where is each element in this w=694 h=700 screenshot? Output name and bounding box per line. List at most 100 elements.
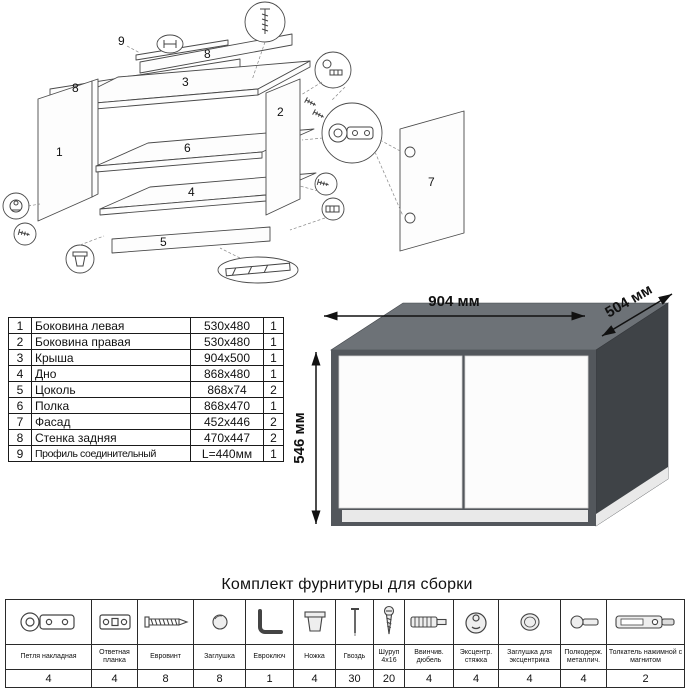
part-back-panel-2	[139, 33, 293, 74]
hardware-name: Заглушка	[193, 644, 246, 670]
part-number: 4	[8, 365, 32, 382]
hinge-icon	[5, 599, 92, 645]
hardware-name: Петля накладная	[5, 644, 92, 670]
parts-table: 1 Боковина левая 530x480 1 2 Боковина пр…	[8, 317, 284, 462]
hardware-name: Полкодерж. металлич.	[560, 644, 607, 670]
diagram-label-2: 2	[277, 105, 284, 119]
hardware-qty: 4	[560, 669, 607, 688]
diagram-label-4: 4	[188, 185, 195, 199]
hardware-kit-title: Комплект фурнитуры для сборки	[221, 576, 473, 593]
hardware-qty: 4	[498, 669, 561, 688]
part-name: Боковина левая	[31, 317, 191, 334]
diagram-label-6: 6	[184, 141, 191, 155]
part-shelf-edge	[95, 151, 263, 173]
part-qty: 1	[263, 365, 284, 382]
push-opener-icon	[606, 599, 685, 645]
hardware-qty-row: 4 4 8 8 1 4 30 20 4 4 4 4 2	[5, 669, 685, 688]
part-name: Стенка задняя	[31, 429, 191, 446]
hardware-name: Толкатель нажимной с магнитом	[606, 644, 685, 670]
diagram-label-1: 1	[56, 145, 63, 159]
part-name: Крыша	[31, 349, 191, 366]
part-size: 868x74	[190, 381, 264, 398]
part-name: Полка	[31, 397, 191, 414]
hardware-qty: 4	[91, 669, 138, 688]
part-qty: 2	[263, 413, 284, 430]
callout-dowel-small	[321, 197, 345, 221]
hardware-qty: 8	[137, 669, 194, 688]
table-row: 6 Полка 868x470 1	[8, 397, 284, 414]
part-name: Профиль соединительный	[31, 445, 191, 462]
striker-plate-icon	[91, 599, 138, 645]
part-top-panel-side-edge	[257, 60, 311, 96]
part-number: 3	[8, 349, 32, 366]
table-row: 3 Крыша 904x500 1	[8, 349, 284, 366]
part-size: 868x470	[190, 397, 264, 414]
part-name: Боковина правая	[31, 333, 191, 350]
part-number: 1	[8, 317, 32, 334]
hardware-qty: 8	[193, 669, 246, 688]
hardware-name: Ввинчив. дюбель	[404, 644, 454, 670]
part-size: 530x480	[190, 317, 264, 334]
part-size: 530x480	[190, 333, 264, 350]
hardware-qty: 4	[5, 669, 92, 688]
part-name: Фасад	[31, 413, 191, 430]
part-plinth	[111, 226, 271, 254]
part-size: L=440мм	[190, 445, 264, 462]
part-number: 8	[8, 429, 32, 446]
part-qty: 1	[263, 349, 284, 366]
diagram-label-9: 9	[118, 34, 125, 48]
confirmat-screw-detail-icon	[260, 8, 270, 34]
diagram-label-8b: 8	[204, 47, 211, 61]
part-number: 2	[8, 333, 32, 350]
hardware-icons-row	[5, 599, 685, 645]
screw-icon	[373, 599, 405, 645]
part-number: 5	[8, 381, 32, 398]
part-qty: 1	[263, 397, 284, 414]
leg-icon	[293, 599, 336, 645]
hardware-name: Эксцентр. стяжка	[453, 644, 499, 670]
hex-key-icon	[245, 599, 294, 645]
hardware-names-row: Петля накладная Ответная планка Евровинт…	[5, 644, 685, 670]
dowel-small-detail-icon	[325, 205, 340, 213]
hardware-qty: 20	[373, 669, 405, 688]
part-door	[399, 110, 465, 252]
diagram-label-3: 3	[182, 75, 189, 89]
diagram-label-8a: 8	[72, 81, 79, 95]
hardware-name: Шуруп 4x16	[373, 644, 405, 670]
part-connecting-profile	[135, 39, 229, 61]
cabinet-door-right	[464, 355, 589, 509]
table-row: 1 Боковина левая 530x480 1	[8, 317, 284, 334]
table-row: 2 Боковина правая 530x480 1	[8, 333, 284, 350]
diagram-label-7: 7	[428, 175, 435, 189]
cam-cap-icon	[498, 599, 561, 645]
hardware-qty: 1	[245, 669, 294, 688]
floating-screw-icon	[312, 108, 326, 121]
callout-cam	[2, 192, 30, 220]
part-qty: 1	[263, 445, 284, 462]
part-number: 6	[8, 397, 32, 414]
part-number: 7	[8, 413, 32, 430]
leader-lines	[27, 41, 404, 259]
hardware-name: Заглушка для эксцентрика	[498, 644, 561, 670]
part-left-side-panel-edge	[91, 78, 99, 198]
callout-leg	[65, 244, 95, 274]
leg-detail-icon	[72, 251, 88, 267]
hardware-name: Ответная планка	[91, 644, 138, 670]
hardware-name: Евровинт	[137, 644, 194, 670]
part-name: Дно	[31, 365, 191, 382]
hardware-qty: 4	[404, 669, 454, 688]
part-qty: 2	[263, 381, 284, 398]
hardware-qty: 4	[293, 669, 336, 688]
dowel-pair-detail-icon	[322, 59, 343, 76]
cam-lock-detail-icon	[9, 199, 23, 213]
table-row: 9 Профиль соединительный L=440мм 1	[8, 445, 284, 462]
part-qty: 1	[263, 333, 284, 350]
diagram-label-5: 5	[160, 235, 167, 249]
table-row: 8 Стенка задняя 470x447 2	[8, 429, 284, 446]
hardware-name: Евроключ	[245, 644, 294, 670]
part-size: 868x480	[190, 365, 264, 382]
part-size: 470x447	[190, 429, 264, 446]
part-number: 9	[8, 445, 32, 462]
table-row: 5 Цоколь 868x74 2	[8, 381, 284, 398]
